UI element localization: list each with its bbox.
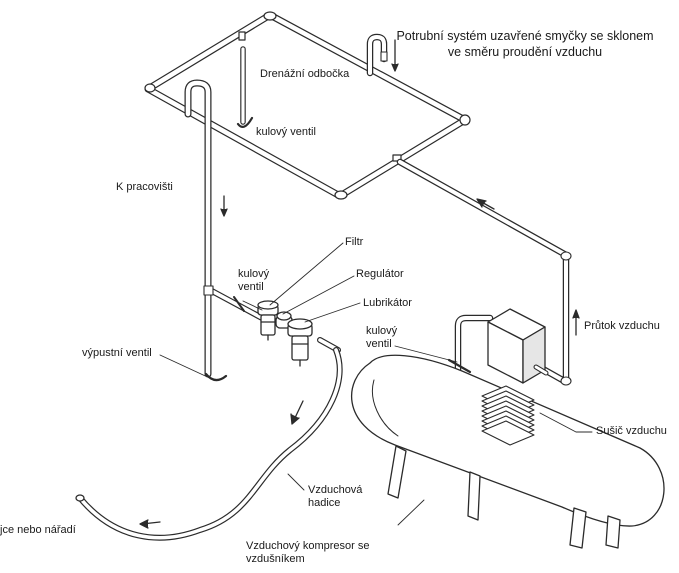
filter-unit [257,300,279,341]
regulator-label: Regulátor [356,268,404,280]
loop-joints [144,11,471,200]
lubricator-unit [287,318,313,367]
airflow-label: Průtok vzduchu [584,320,660,332]
right-supply-pipe [396,158,580,386]
ball-valve-top-label: kulový ventil [256,126,316,138]
diagram-title: Potrubní systém uzavřené smyčky se sklon… [396,29,654,59]
lubricator-label: Lubrikátor [363,297,412,309]
compressor-head [481,385,535,446]
air-hose [75,347,343,541]
drain-valve-label: výpustní ventil [82,347,152,359]
to-workplace-label: K pracovišti [116,181,173,193]
compressor-label: Vzduchový kompresor se vzdušníkem [246,540,370,565]
tools-label: jce nebo nářadí [0,524,76,536]
workplace-drop [184,79,228,382]
ball-valve-left-label: kulový ventil [238,268,270,293]
drain-branch-label: Drenážní odbočka [260,68,350,80]
filter-label: Filtr [345,236,364,248]
air-dryer-unit [487,308,549,384]
air-dryer-label: Sušič vzduchu [596,425,667,437]
top-right-riser [366,33,399,77]
drain-branch [236,46,254,128]
callout-leaders [159,242,593,526]
compressor-tank [350,354,665,549]
air-hose-label: Vzduchová hadice [308,484,363,509]
ball-valve-right-label: kulový ventil [366,325,398,350]
